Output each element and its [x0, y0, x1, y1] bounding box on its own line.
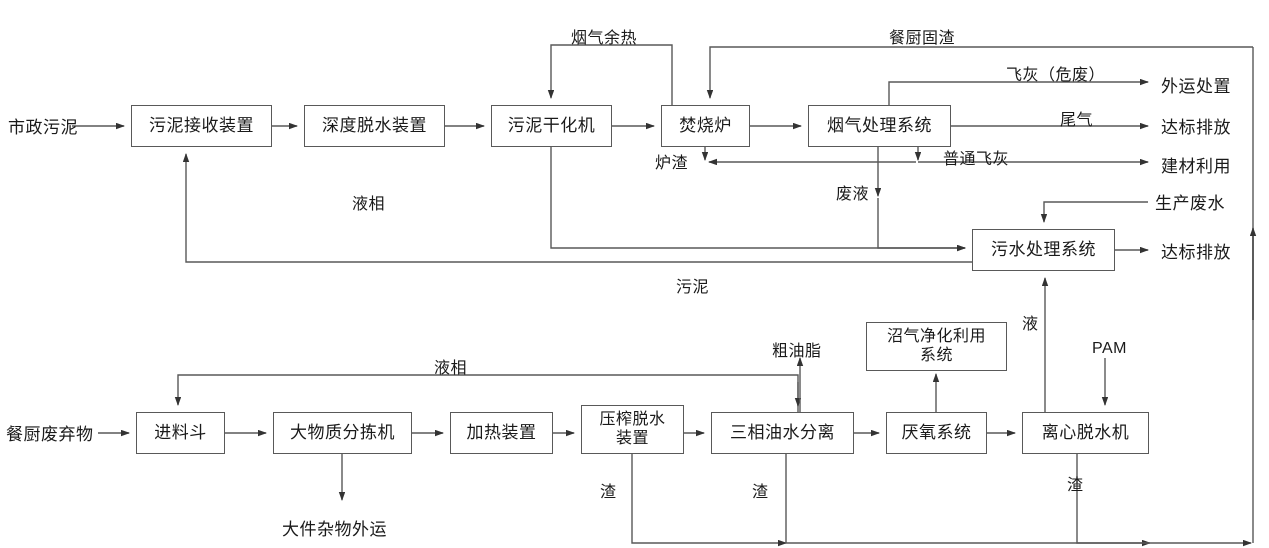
label-liquid-phase-bottom: 液相	[434, 360, 468, 377]
label-compliant-discharge-gas: 达标排放	[1161, 118, 1231, 137]
label-pam-dosing: PAM	[1092, 340, 1127, 357]
label-crude-oil: 粗油脂	[772, 343, 822, 360]
edge-fly-ash-to-offsite	[888, 78, 1149, 105]
node-press-dewater[interactable]: 压榨脱水 装置	[581, 405, 684, 454]
node-wastewater-system[interactable]: 污水处理系统	[972, 229, 1115, 271]
node-incinerator[interactable]: 焚烧炉	[661, 105, 750, 147]
label-municipal-sludge-input: 市政污泥	[8, 118, 78, 137]
label-residue-press: 渣	[600, 484, 617, 501]
label-waste-liquid: 废液	[836, 186, 870, 203]
node-bulk-sorter[interactable]: 大物质分拣机	[273, 412, 412, 454]
label-sludge-return: 污泥	[676, 279, 710, 296]
label-bottom-slag: 炉渣	[655, 155, 689, 172]
label-fly-ash-hazardous: 飞灰（危废）	[1006, 67, 1106, 84]
label-liquid-phase-top: 液相	[352, 196, 386, 213]
label-kitchen-waste-input: 餐厨废弃物	[6, 425, 94, 444]
edge-liquid-phase-top-to-wwt	[550, 147, 966, 252]
edge-liquid-phase-bottom-to-hopper	[174, 374, 799, 412]
edge-centrifuge-residue-down	[1076, 454, 1252, 547]
edge-threephase-residue-down	[785, 454, 1151, 547]
edge-sludge-return-to-receive	[182, 153, 972, 263]
label-tail-gas: 尾气	[1060, 112, 1094, 129]
edge-waste-heat-to-dryer	[547, 44, 673, 105]
node-three-phase-separator[interactable]: 三相油水分离	[711, 412, 854, 454]
edge-press-residue-down	[631, 454, 787, 547]
label-building-material-use: 建材利用	[1161, 157, 1231, 176]
label-offsite-disposal: 外运处置	[1161, 77, 1231, 96]
node-biogas-system[interactable]: 沼气净化利用 系统	[866, 322, 1007, 371]
node-deep-dewater[interactable]: 深度脱水装置	[304, 105, 445, 147]
edge-production-wastewater-to-wwt	[1040, 201, 1148, 223]
edge-kitchen-slag-to-incinerator	[706, 46, 1253, 99]
label-compliant-discharge-water: 达标排放	[1161, 243, 1231, 262]
label-flue-waste-heat: 烟气余热	[571, 30, 638, 47]
edge-waste-liquid-to-wwt	[877, 198, 966, 252]
label-production-wastewater: 生产废水	[1155, 194, 1225, 213]
node-feed-hopper[interactable]: 进料斗	[136, 412, 225, 454]
label-kitchen-solid-slag: 餐厨固渣	[889, 30, 956, 47]
label-common-fly-ash: 普通飞灰	[943, 151, 1010, 168]
node-anaerobic-system[interactable]: 厌氧系统	[886, 412, 987, 454]
node-flue-gas-system[interactable]: 烟气处理系统	[808, 105, 951, 147]
node-centrifuge[interactable]: 离心脱水机	[1022, 412, 1149, 454]
node-sludge-receive[interactable]: 污泥接收装置	[131, 105, 272, 147]
node-heater[interactable]: 加热装置	[450, 412, 553, 454]
label-residue-centrifuge: 渣	[1067, 477, 1084, 494]
node-sludge-dryer[interactable]: 污泥干化机	[491, 105, 612, 147]
label-residue-three-phase: 渣	[752, 484, 769, 501]
label-bulk-debris-outbound: 大件杂物外运	[282, 520, 387, 539]
label-liquid-to-wastewater: 液	[1022, 316, 1039, 333]
